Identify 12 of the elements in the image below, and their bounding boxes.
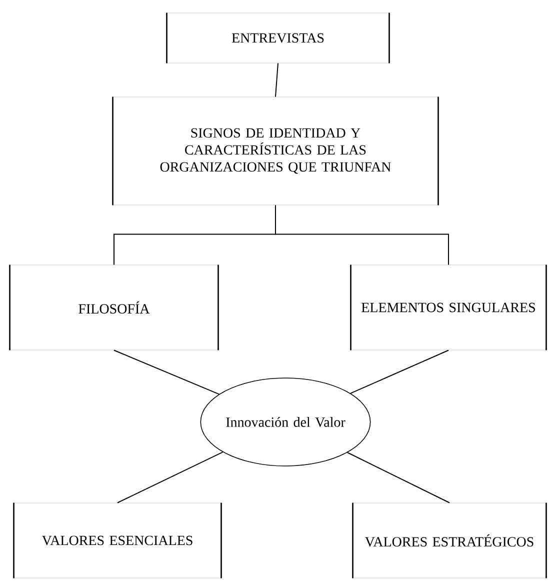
text-box: FILOSOFÍA [9,264,219,351]
text-box: ELEMENTOS SINGULARES [350,264,547,351]
text-box: SIGNOS DE IDENTIDAD Y CARACTERÍSTICAS DE LAS ORGANIZACIONES QUE TRIUNFAN [112,96,439,206]
text-box: ENTREVISTAS [166,12,390,64]
connector-line [275,62,278,98]
connector-line [346,452,450,504]
connector-line [350,350,449,394]
text-box: VALORES ESTRATÉGICOS [352,502,547,579]
connector-line [275,204,449,266]
text-box: VALORES ESENCIALES [13,502,222,579]
connector-line [114,350,220,395]
connector-line [117,452,224,504]
